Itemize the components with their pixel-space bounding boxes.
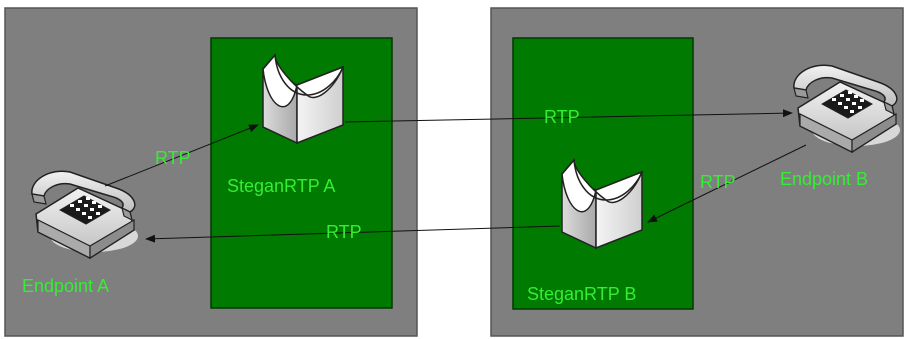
- arrow-endpoint-a-to-steganrtp-a: [104, 124, 259, 187]
- rtp-label: RTP: [700, 172, 736, 192]
- rtp-label: RTP: [326, 222, 362, 242]
- arrow-steganrtp-b-to-endpoint-a: [145, 225, 561, 243]
- endpoint-a-label: Endpoint A: [22, 276, 109, 296]
- steganrtp-b-label: SteganRTP B: [527, 284, 636, 304]
- rtp-label: RTP: [544, 107, 580, 127]
- steganrtp-a-label: SteganRTP A: [227, 176, 335, 196]
- rtp-label: RTP: [155, 148, 191, 168]
- endpoint-b-label: Endpoint B: [780, 169, 868, 189]
- arrow-steganrtp-a-to-endpoint-b: [344, 109, 793, 123]
- steganrtp-a-box: [210, 37, 393, 309]
- arrow-endpoint-b-to-steganrtp-b: [647, 144, 807, 223]
- steganrtp-b-box: [512, 37, 694, 310]
